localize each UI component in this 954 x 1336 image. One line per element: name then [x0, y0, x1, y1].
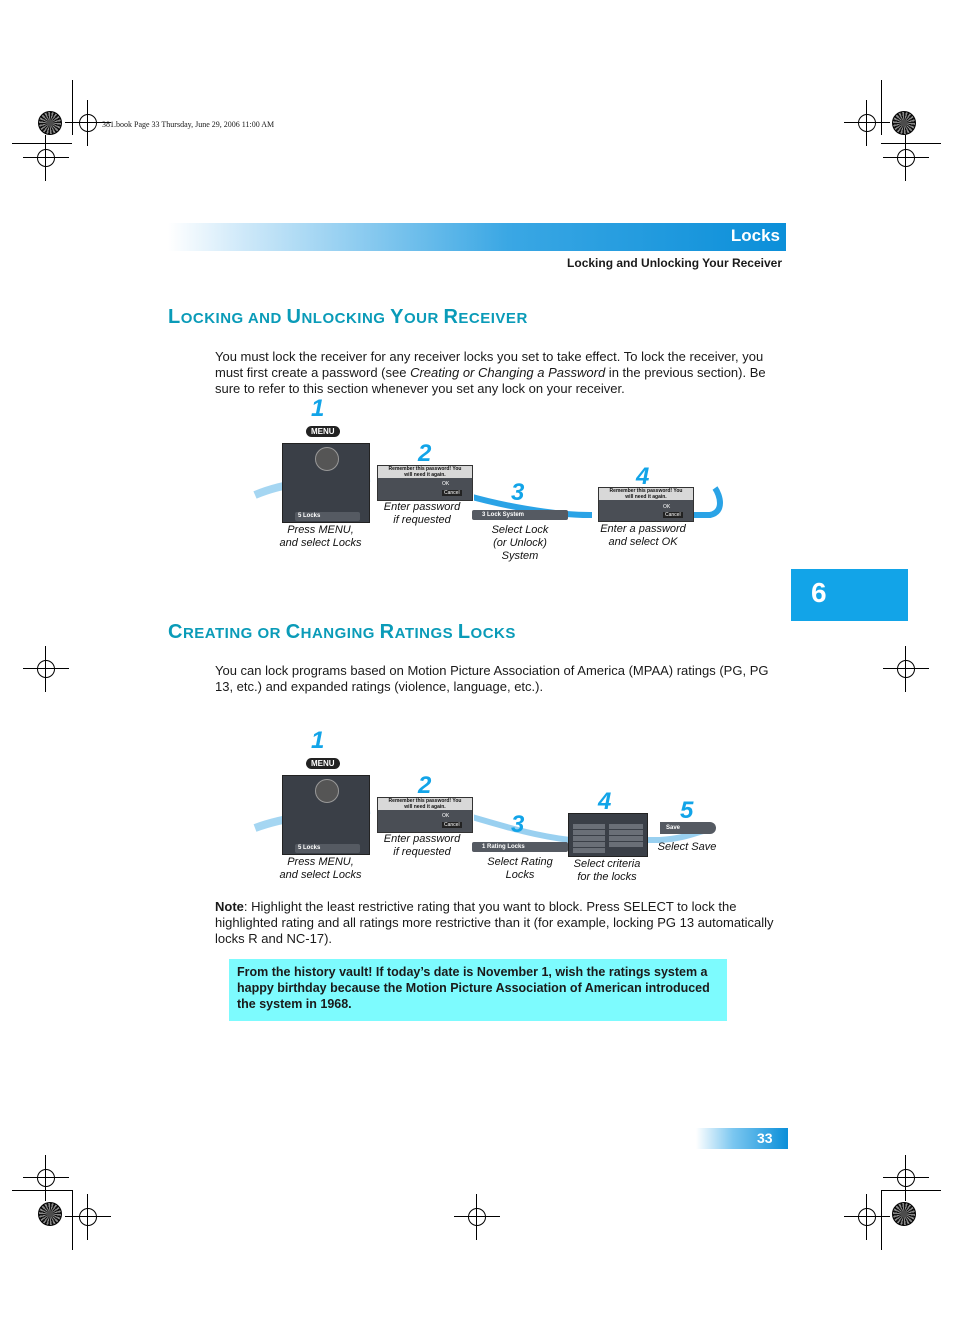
note-paragraph: Note: Highlight the least restrictive ra…	[215, 899, 774, 946]
step-caption: Select Rating Locks	[487, 856, 553, 881]
crosshair-mark	[883, 135, 929, 181]
crosshair-mark	[65, 100, 111, 146]
main-menu-screen: 5 Locks	[282, 443, 370, 523]
locks-menu-item: 5 Locks	[295, 512, 360, 521]
menu-button: MENU	[306, 758, 340, 769]
crosshair-mark	[883, 1155, 929, 1201]
print-slug: 381.book Page 33 Thursday, June 29, 2006…	[102, 120, 275, 129]
crosshair-mark	[454, 1194, 500, 1240]
section1-body: You must lock the receiver for any recei…	[215, 349, 766, 396]
header-bar	[168, 223, 786, 251]
step-caption: Press MENU, and select Locks	[279, 856, 362, 881]
page-number: 33	[757, 1130, 773, 1146]
section2-body: You can lock programs based on Motion Pi…	[215, 663, 769, 694]
registration-rosette	[892, 111, 916, 135]
step-number: 1	[311, 395, 325, 422]
step-number: 2	[418, 440, 432, 467]
step-caption: Press MENU, and select Locks	[279, 524, 362, 549]
history-vault-box: From the history vault! If today’s date …	[229, 959, 727, 1021]
menu-button: MENU	[306, 426, 340, 437]
page-number-bar	[696, 1128, 788, 1149]
registration-rosette	[38, 1202, 62, 1226]
crop-line	[881, 80, 882, 135]
crop-line	[12, 143, 72, 144]
save-button: Save	[660, 822, 716, 834]
step-number: 4	[598, 788, 612, 815]
step-caption: Select Save	[657, 841, 717, 853]
lock-system-item: 3 Lock System	[472, 510, 568, 520]
password-dialog: Remember this password! You will need it…	[598, 487, 694, 522]
ratings-grid-screen	[568, 813, 648, 857]
step-number: 1	[311, 727, 325, 754]
crosshair-mark	[65, 1194, 111, 1240]
crop-line	[72, 1190, 73, 1250]
step-number: 3	[511, 479, 525, 506]
password-dialog: Remember this password! You will need it…	[377, 797, 473, 833]
crosshair-mark	[23, 135, 69, 181]
locks-menu-item: 5 Locks	[295, 844, 360, 853]
crosshair-mark	[23, 646, 69, 692]
crosshair-mark	[844, 1194, 890, 1240]
rating-locks-item: 1 Rating Locks	[472, 842, 568, 852]
crop-line	[881, 1190, 882, 1250]
step-caption: Enter password if requested	[383, 501, 461, 526]
crosshair-mark	[23, 1155, 69, 1201]
step-number: 5	[680, 797, 694, 824]
crosshair-mark	[883, 646, 929, 692]
registration-rosette	[38, 111, 62, 135]
step-caption: Select criteria for the locks	[573, 858, 641, 883]
crop-line	[12, 1190, 72, 1191]
crosshair-mark	[844, 100, 890, 146]
step-caption: Enter password if requested	[383, 833, 461, 858]
chapter-tab: 6	[791, 569, 908, 621]
step-number: 3	[511, 811, 525, 838]
step-caption: Enter a password and select OK	[600, 523, 686, 548]
registration-rosette	[892, 1202, 916, 1226]
crop-line	[881, 1190, 941, 1191]
crop-line	[72, 80, 73, 135]
section-title-locking: LOCKING AND UNLOCKING YOUR RECEIVER	[168, 306, 528, 328]
step-number: 4	[636, 463, 650, 490]
crop-line	[881, 143, 941, 144]
chapter-title: Locks	[730, 226, 780, 245]
running-head: Locking and Unlocking Your Receiver	[567, 256, 782, 270]
step-number: 2	[418, 772, 432, 799]
section-title-ratings: CREATING OR CHANGING RATINGS LOCKS	[168, 621, 516, 643]
step-caption: Select Lock (or Unlock) System	[491, 524, 549, 562]
main-menu-screen: 5 Locks	[282, 775, 370, 855]
password-dialog: Remember this password! You will need it…	[377, 465, 473, 501]
